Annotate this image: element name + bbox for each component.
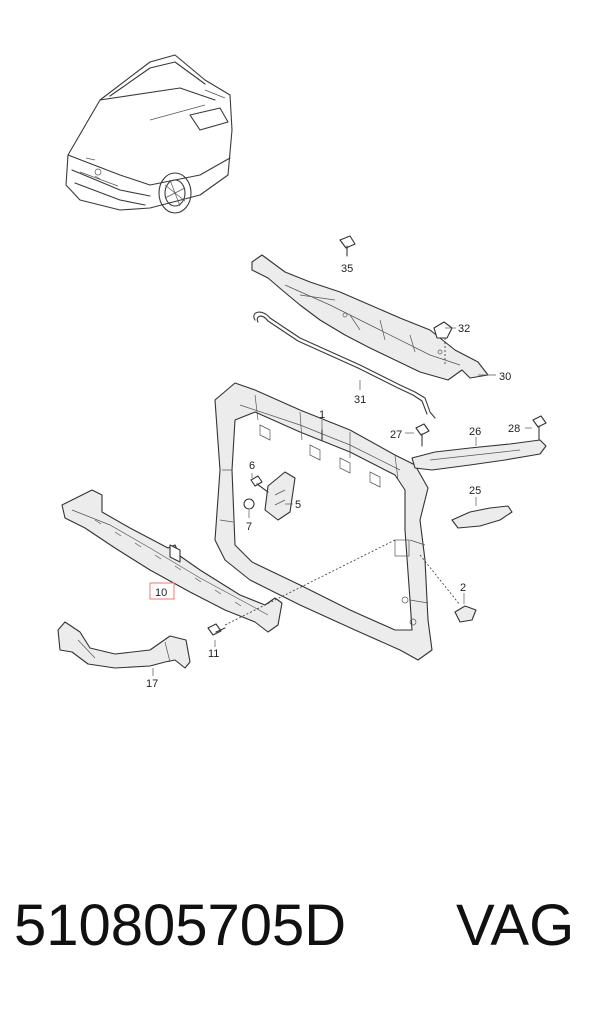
part-25-plate xyxy=(451,505,513,529)
brand-label: VAG xyxy=(456,893,575,958)
callout-2: 2 xyxy=(460,582,466,594)
callout-30: 30 xyxy=(499,371,511,383)
callout-28: 28 xyxy=(508,423,520,435)
leader-line-2 xyxy=(419,554,461,606)
callout-10: 10 xyxy=(155,587,167,599)
part-27-bolt xyxy=(415,423,430,447)
callout-leaders xyxy=(152,327,532,676)
callout-32: 32 xyxy=(458,323,470,335)
callout-10-highlight xyxy=(149,582,175,600)
part-30-upper-panel xyxy=(251,254,489,381)
callout-7: 7 xyxy=(246,521,252,533)
part-17-reinforcement xyxy=(57,621,191,669)
callout-6: 6 xyxy=(249,460,255,472)
callout-27: 27 xyxy=(390,429,402,441)
part-28-bolt xyxy=(532,415,547,441)
part-32-nut xyxy=(433,321,453,365)
part-7-nut xyxy=(243,498,255,510)
callout-17: 17 xyxy=(146,678,158,690)
callout-5: 5 xyxy=(295,499,301,511)
callout-35: 35 xyxy=(341,263,353,275)
callout-1: 1 xyxy=(319,409,325,421)
car-thumbnail xyxy=(65,54,233,214)
part-26-bracket xyxy=(411,439,547,471)
part-2-clip xyxy=(454,605,477,623)
part-35-clip xyxy=(339,235,356,257)
callout-25: 25 xyxy=(469,485,481,497)
part-number: 510805705D xyxy=(14,893,347,958)
part-31-cable xyxy=(253,311,436,419)
callout-26: 26 xyxy=(469,426,481,438)
callout-31: 31 xyxy=(354,394,366,406)
part-11-screw xyxy=(207,623,226,636)
callout-11: 11 xyxy=(208,648,219,660)
part-6-screw xyxy=(250,475,269,493)
part-10-bumper-bracket xyxy=(61,489,283,633)
parts-diagram: 1 2 5 6 7 10 11 17 25 26 27 28 30 31 32 … xyxy=(57,54,547,690)
part-1-lock-carrier xyxy=(214,382,433,661)
part-5-bracket xyxy=(264,471,296,521)
